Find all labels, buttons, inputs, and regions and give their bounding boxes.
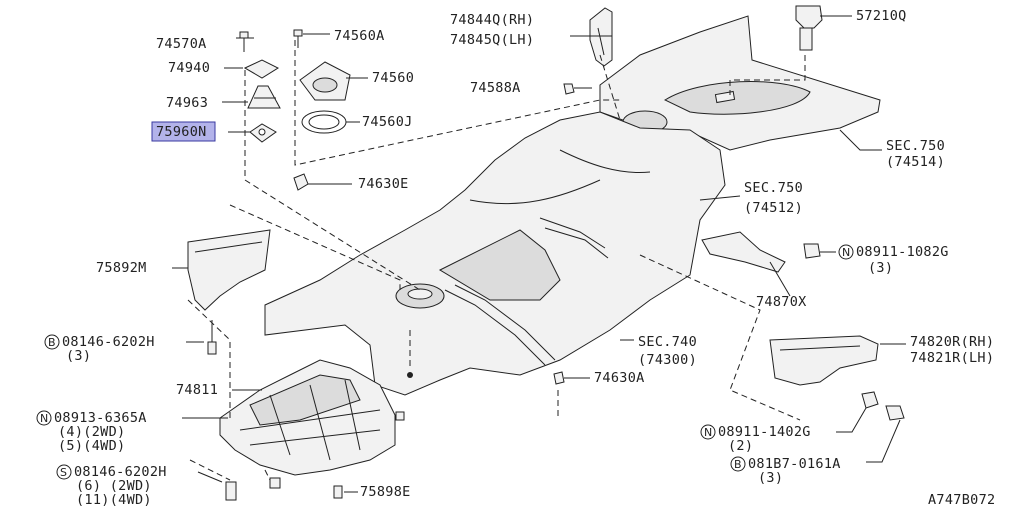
- floor-panel-icon[interactable]: [264, 15, 881, 396]
- label-74940[interactable]: 74940: [168, 60, 210, 76]
- label-74630E[interactable]: 74630E: [358, 176, 409, 192]
- label-sec750-b[interactable]: SEC.750: [744, 180, 803, 196]
- label-sec750-b-sub: (74512): [744, 200, 803, 216]
- label-08913-6365A[interactable]: 08913-6365A: [54, 410, 147, 426]
- bracket-icon[interactable]: [701, 231, 786, 273]
- bolt-symbol-icon: [730, 456, 746, 472]
- bolt-symbol-text: B: [734, 458, 742, 471]
- label-08911-1402G-qty: (2): [728, 438, 753, 454]
- label-08146-s-qty1: (6) (2WD): [76, 478, 152, 494]
- label-08911-1082G-qty: (3): [868, 260, 893, 276]
- nut-symbol-icon: [838, 244, 854, 260]
- label-sec750-a-sub: (74514): [886, 154, 945, 170]
- label-081B7-qty: (3): [758, 470, 783, 486]
- label-08146-6202H[interactable]: 08146-6202H: [62, 334, 155, 350]
- label-081B7-0161A[interactable]: 081B7-0161A: [748, 456, 841, 472]
- undercover-icon[interactable]: [219, 359, 396, 476]
- label-08911-1402G[interactable]: 08911-1402G: [718, 424, 811, 440]
- bracket-icon[interactable]: [187, 229, 271, 311]
- label-74588A[interactable]: 74588A: [470, 80, 521, 96]
- label-74630A[interactable]: 74630A: [594, 370, 645, 386]
- shift-boot-icon[interactable]: [239, 29, 351, 191]
- bolt-symbol-icon: [44, 334, 60, 350]
- label-sec740-sub: (74300): [638, 352, 697, 368]
- label-74820R[interactable]: 74820R(RH): [910, 334, 994, 350]
- fastener-icons: [207, 83, 905, 501]
- nut-symbol-text: N: [842, 246, 850, 259]
- label-08146-s-qty2: (11)(4WD): [76, 492, 152, 508]
- label-74870X[interactable]: 74870X: [756, 294, 807, 310]
- nut-symbol-icon: [36, 410, 52, 426]
- label-75960N[interactable]: 75960N: [156, 124, 207, 140]
- screw-symbol-icon: [56, 464, 72, 480]
- label-08146-6202H-s[interactable]: 08146-6202H: [74, 464, 167, 480]
- label-74845Q[interactable]: 74845Q(LH): [450, 32, 534, 48]
- label-74560A[interactable]: 74560A: [334, 28, 385, 44]
- label-74821R[interactable]: 74821R(LH): [910, 350, 994, 366]
- label-74963[interactable]: 74963: [166, 95, 208, 111]
- nut-symbol-icon: [700, 424, 716, 440]
- bolt-symbol-text: B: [48, 336, 56, 349]
- nut-symbol-text: N: [40, 412, 48, 425]
- nut-symbol-text: N: [704, 426, 712, 439]
- bracket-icon[interactable]: [795, 5, 823, 51]
- label-57210Q[interactable]: 57210Q: [856, 8, 907, 24]
- label-74570A[interactable]: 74570A: [156, 36, 207, 52]
- label-sec740[interactable]: SEC.740: [638, 334, 697, 350]
- label-08913-qty1: (4)(2WD): [58, 424, 125, 440]
- screw-symbol-text: S: [60, 466, 67, 479]
- label-74844Q[interactable]: 74844Q(RH): [450, 12, 534, 28]
- label-sec750-a[interactable]: SEC.750: [886, 138, 945, 154]
- label-74560[interactable]: 74560: [372, 70, 414, 86]
- leader-lines: [172, 15, 906, 493]
- label-75892M[interactable]: 75892M: [96, 260, 147, 276]
- part-labels: 74570A 74560A 74940 74560 74963 74560J 7…: [36, 8, 995, 508]
- label-75898E[interactable]: 75898E: [360, 484, 411, 500]
- label-74811[interactable]: 74811: [176, 382, 218, 398]
- bracket-icon[interactable]: [589, 7, 613, 67]
- label-74560J[interactable]: 74560J: [362, 114, 413, 130]
- label-08911-1082G[interactable]: 08911-1082G: [856, 244, 949, 260]
- bracket-icon[interactable]: [769, 335, 879, 386]
- label-08913-qty2: (5)(4WD): [58, 438, 125, 454]
- highlight-75960N: [151, 121, 216, 142]
- diagram-id: A747B072: [928, 492, 995, 508]
- label-08146-6202H-qty: (3): [66, 348, 91, 364]
